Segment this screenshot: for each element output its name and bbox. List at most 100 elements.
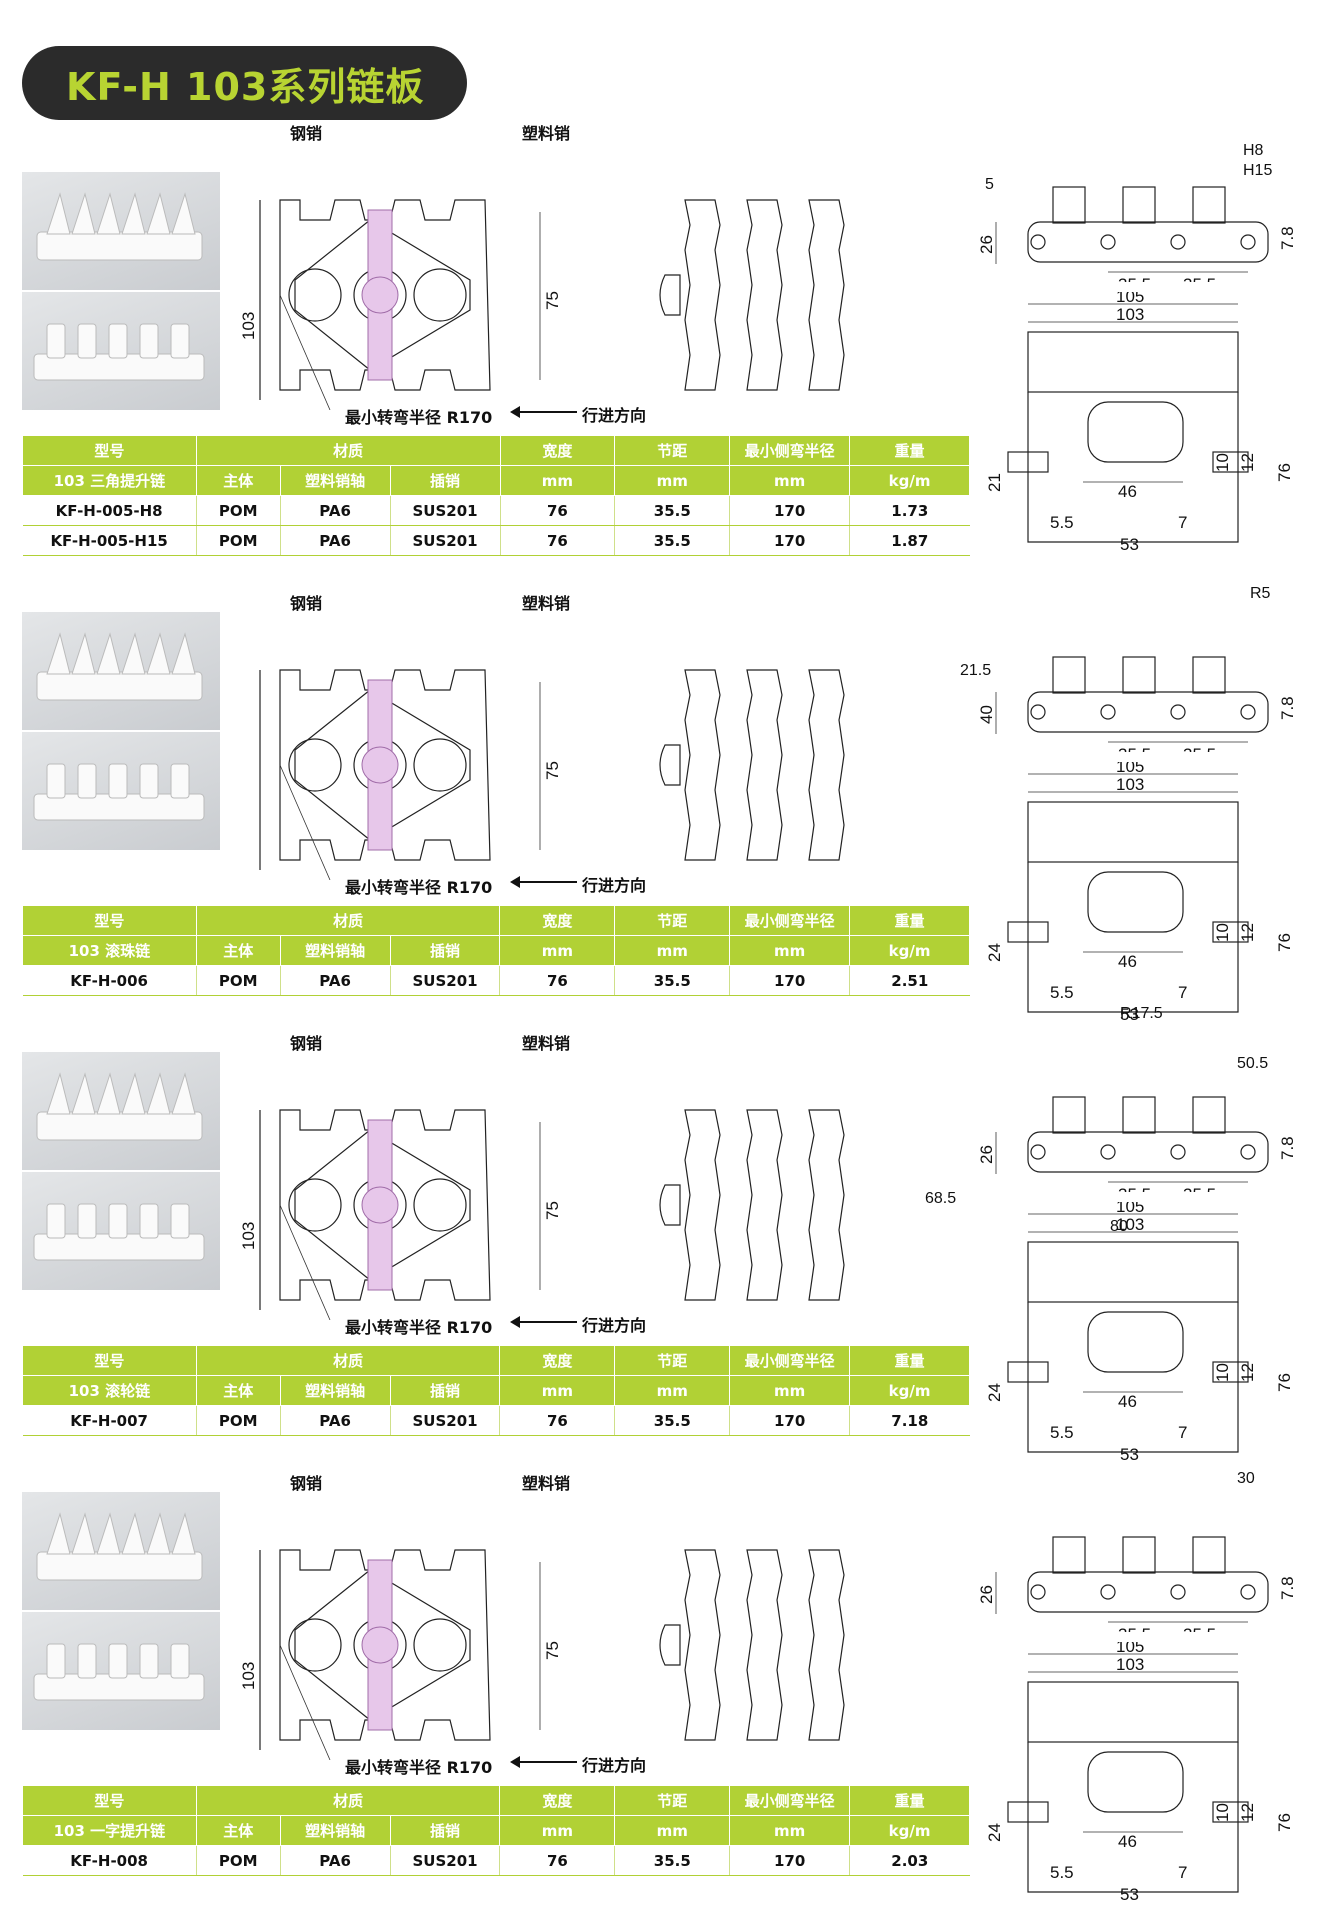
cell-body: POM bbox=[195, 495, 281, 526]
cell-width: 76 bbox=[499, 965, 615, 996]
hdr-unit-mm: mm bbox=[499, 1815, 616, 1846]
dim-b3: 53 bbox=[1120, 1445, 1139, 1464]
dim-d1: 24 bbox=[985, 1383, 1004, 1402]
cell-radius: 170 bbox=[729, 525, 850, 556]
hdr-pin-axis: 塑料销轴 bbox=[279, 465, 391, 496]
dim-d4: 12 bbox=[1238, 453, 1257, 472]
hdr-unit-mm: mm bbox=[729, 1815, 851, 1846]
dim-d5: 76 bbox=[1275, 1373, 1294, 1392]
dim-b1: 5.5 bbox=[1050, 1423, 1074, 1442]
direction-arrowhead bbox=[510, 406, 520, 418]
spec-header-row: 型号 材质 宽度 节距 最小侧弯半径 重量 bbox=[22, 435, 970, 466]
cell-insert: SUS201 bbox=[389, 495, 500, 526]
extra-dimension-label: R17.5 bbox=[1120, 1005, 1163, 1022]
steel-pin-label: 钢销 bbox=[290, 124, 323, 143]
dim-d1: 24 bbox=[985, 1823, 1004, 1842]
dim-width-mid: 46 bbox=[1118, 482, 1137, 501]
chain-top-view bbox=[655, 660, 905, 880]
cell-weight: 1.87 bbox=[849, 525, 970, 556]
dim-left-height: 103 bbox=[240, 312, 258, 340]
plastic-pin-label: 塑料销 bbox=[522, 1474, 571, 1493]
dim-b3: 53 bbox=[1120, 1885, 1139, 1904]
hdr-unit-mm: mm bbox=[614, 1815, 731, 1846]
dim-side-r: 7.8 bbox=[1278, 1576, 1297, 1600]
hdr-pin-axis: 塑料销轴 bbox=[279, 1375, 391, 1406]
spec-row: KF-H-005-H15 POM PA6 SUS201 76 35.5 170 … bbox=[22, 525, 970, 556]
spec-header-row: 型号 材质 宽度 节距 最小侧弯半径 重量 bbox=[22, 1785, 970, 1816]
hdr-body: 主体 bbox=[195, 1815, 281, 1846]
direction-label: 行进方向 bbox=[582, 406, 647, 425]
dim-side-r: 7.8 bbox=[1278, 1136, 1297, 1160]
dim-d5: 76 bbox=[1275, 1813, 1294, 1832]
cell-radius: 170 bbox=[729, 1845, 850, 1876]
steel-pin-label: 钢销 bbox=[290, 1034, 323, 1053]
hdr-pin-axis: 塑料销轴 bbox=[279, 935, 391, 966]
cell-pitch: 35.5 bbox=[614, 525, 730, 556]
hdr-model: 型号 bbox=[22, 435, 197, 466]
dim-d3: 10 bbox=[1213, 1803, 1232, 1822]
hdr-width: 宽度 bbox=[499, 1345, 616, 1376]
extra-dimension-label: 50.5 bbox=[1237, 1055, 1269, 1072]
dim-b2: 7 bbox=[1178, 1423, 1187, 1442]
cell-model: KF-H-008 bbox=[22, 1845, 197, 1876]
dim-d5: 76 bbox=[1275, 463, 1294, 482]
hdr-unit-mm: mm bbox=[614, 935, 731, 966]
dim-width-mid: 46 bbox=[1118, 1392, 1137, 1411]
plastic-pin-label: 塑料销 bbox=[522, 594, 571, 613]
cell-pin: PA6 bbox=[279, 525, 391, 556]
spec-row: KF-H-006 POM PA6 SUS201 76 35.5 170 2.51 bbox=[22, 965, 970, 996]
cell-radius: 170 bbox=[729, 1405, 850, 1436]
dim-b3: 53 bbox=[1120, 1005, 1139, 1024]
cell-pitch: 35.5 bbox=[614, 1845, 730, 1876]
hdr-body: 主体 bbox=[195, 1375, 281, 1406]
cell-insert: SUS201 bbox=[389, 1845, 500, 1876]
dim-d5: 76 bbox=[1275, 933, 1294, 952]
hdr-body: 主体 bbox=[195, 935, 281, 966]
hdr-unit-mm: mm bbox=[499, 465, 616, 496]
dim-side-r: 7.8 bbox=[1278, 696, 1297, 720]
cell-pin: PA6 bbox=[279, 965, 391, 996]
dim-pitch-b: 35.5 bbox=[1183, 1625, 1216, 1632]
dim-d1: 21 bbox=[985, 473, 1004, 492]
cell-weight: 1.73 bbox=[849, 495, 970, 526]
dim-b2: 7 bbox=[1178, 513, 1187, 532]
product-photo-angle bbox=[22, 1492, 220, 1610]
cell-pin: PA6 bbox=[279, 495, 391, 526]
spec-table: 型号 材质 宽度 节距 最小侧弯半径 重量 103 三角提升链 主体 塑料销轴 … bbox=[22, 435, 970, 556]
dim-b1: 5.5 bbox=[1050, 983, 1074, 1002]
chain-side-dimension-view: 26 35.5 35.5 7.8 bbox=[968, 1082, 1308, 1192]
extra-dimension-label: H8 bbox=[1243, 142, 1264, 159]
hdr-pitch: 节距 bbox=[614, 435, 731, 466]
cell-insert: SUS201 bbox=[389, 1405, 500, 1436]
direction-label: 行进方向 bbox=[582, 1316, 647, 1335]
hdr-subtitle: 103 滚轮链 bbox=[22, 1375, 197, 1406]
product-photo-angle bbox=[22, 612, 220, 730]
hdr-unit-mm: mm bbox=[729, 1375, 851, 1406]
spec-row: KF-H-005-H8 POM PA6 SUS201 76 35.5 170 1… bbox=[22, 495, 970, 526]
chain-end-view: 105 103 46 21 10 12 76 5.5 7 53 bbox=[968, 292, 1308, 562]
hdr-pitch: 节距 bbox=[614, 905, 731, 936]
dim-pitch-a: 35.5 bbox=[1118, 745, 1151, 752]
dim-width-outer: 105 bbox=[1116, 762, 1144, 776]
cell-model: KF-H-005-H15 bbox=[22, 525, 197, 556]
hdr-side-radius: 最小侧弯半径 bbox=[729, 1345, 851, 1376]
spec-row: KF-H-007 POM PA6 SUS201 76 35.5 170 7.18 bbox=[22, 1405, 970, 1436]
dim-side-height: 40 bbox=[977, 705, 996, 724]
direction-label: 行进方向 bbox=[582, 876, 647, 895]
cell-width: 76 bbox=[499, 1405, 615, 1436]
hdr-model: 型号 bbox=[22, 1345, 197, 1376]
dim-inner-height: 75 bbox=[543, 1641, 562, 1660]
chain-top-view bbox=[655, 190, 905, 410]
hdr-model: 型号 bbox=[22, 905, 197, 936]
direction-label: 行进方向 bbox=[582, 1756, 647, 1775]
dim-width-outer: 105 bbox=[1116, 292, 1144, 306]
dim-width-mid: 46 bbox=[1118, 952, 1137, 971]
direction-arrow bbox=[515, 1321, 577, 1323]
extra-dimension-label: R5 bbox=[1250, 585, 1271, 602]
spec-header-row: 型号 材质 宽度 节距 最小侧弯半径 重量 bbox=[22, 905, 970, 936]
spec-subheader-row: 103 滚轮链 主体 塑料销轴 插销 mm mm mm kg/m bbox=[22, 1375, 970, 1406]
hdr-unit-mm: mm bbox=[729, 465, 851, 496]
chain-link-drawing: 103 75 bbox=[240, 1530, 570, 1760]
dim-d1: 24 bbox=[985, 943, 1004, 962]
hdr-pin-axis: 塑料销轴 bbox=[279, 1815, 391, 1846]
